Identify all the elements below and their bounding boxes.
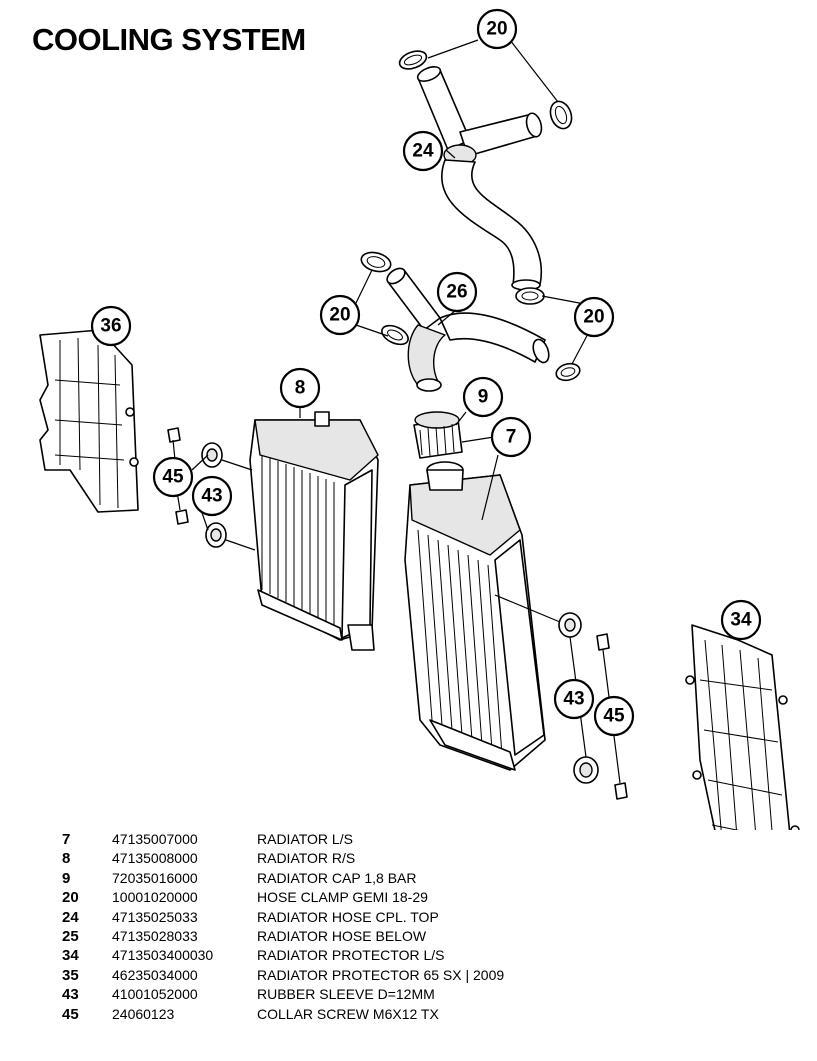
callout-24: 24: [402, 130, 444, 172]
svg-text:7: 7: [506, 427, 517, 448]
table-row: 20 10001020000 HOSE CLAMP GEMI 18-29: [62, 888, 504, 907]
radiator-protector-right: [39, 329, 139, 513]
top-hose-assembly: [398, 50, 573, 291]
part-description: RADIATOR PROTECTOR 65 SX | 2009: [257, 966, 505, 983]
callout-9: 9: [462, 376, 504, 418]
part-number: 41001052000: [112, 986, 198, 1003]
part-description: RADIATOR CAP 1,8 BAR: [257, 869, 417, 886]
radiator-cap: [413, 411, 463, 459]
part-number: 47135025033: [112, 908, 198, 925]
callout-34: 34: [720, 599, 762, 641]
svg-text:43: 43: [563, 689, 584, 710]
exploded-diagram: 20 24 26 20 20 36 8 9 7 45 43 34: [39, 8, 800, 830]
svg-text:9: 9: [478, 387, 489, 408]
part-position: 34: [62, 947, 79, 965]
callout-26: 26: [436, 271, 478, 313]
part-number: 47135028033: [112, 928, 198, 945]
radiator-protector-left: [685, 624, 800, 830]
left-hardware: [167, 427, 256, 551]
part-position: 7: [62, 831, 71, 848]
part-number: 46235034000: [112, 966, 198, 983]
svg-text:43: 43: [201, 486, 222, 507]
page-title: COOLING SYSTEM: [32, 22, 306, 57]
callout-43-right: 43: [553, 678, 595, 720]
table-row: 43 41001052000 RUBBER SLEEVE D=12MM: [62, 985, 504, 1004]
callout-8: 8: [279, 367, 321, 409]
svg-text:34: 34: [730, 610, 752, 631]
part-description: RADIATOR R/S: [257, 850, 356, 867]
svg-text:20: 20: [583, 307, 604, 328]
table-row: 9 72035016000 RADIATOR CAP 1,8 BAR: [62, 869, 504, 888]
svg-text:20: 20: [329, 305, 350, 326]
part-position: 35: [62, 966, 79, 984]
callout-43-left: 43: [191, 475, 233, 517]
part-number: 10001020000: [112, 889, 198, 906]
part-position: 25: [62, 928, 79, 946]
svg-text:36: 36: [100, 316, 121, 337]
lower-hose-assembly: [360, 251, 581, 392]
part-description: RADIATOR HOSE BELOW: [257, 928, 427, 945]
table-row: 7 47135007000 RADIATOR L/S: [62, 830, 504, 849]
callout-45-left: 45: [152, 456, 194, 498]
part-position: 24: [62, 908, 79, 926]
svg-text:24: 24: [412, 141, 434, 162]
table-row: 35 46235034000 RADIATOR PROTECTOR 65 SX | …: [62, 966, 504, 985]
radiator-right-side: [249, 411, 379, 651]
part-description: COLLAR SCREW M6X12 TX: [257, 1005, 439, 1022]
part-position: 45: [62, 1005, 79, 1023]
part-position: 8: [62, 850, 71, 868]
table-row: 24 47135025033 RADIATOR HOSE CPL. TOP: [62, 908, 504, 927]
table-row: 34 4713503400030 RADIATOR PROTECTOR L/S: [62, 946, 504, 965]
svg-text:20: 20: [486, 19, 507, 40]
svg-text:45: 45: [603, 706, 625, 727]
part-number: 72035016000: [112, 869, 198, 886]
part-position: 43: [62, 986, 79, 1004]
part-number: 47135008000: [112, 850, 198, 867]
svg-text:45: 45: [162, 467, 184, 488]
callout-45-right: 45: [593, 695, 635, 737]
callout-7: 7: [490, 416, 532, 458]
part-position: 20: [62, 889, 79, 907]
part-description: RUBBER SLEEVE D=12MM: [257, 986, 435, 1003]
part-number: 24060123: [112, 1005, 175, 1022]
part-description: RADIATOR PROTECTOR L/S: [257, 947, 445, 964]
part-description: RADIATOR HOSE CPL. TOP: [257, 908, 439, 925]
part-number: 47135007000: [112, 831, 198, 847]
radiator-left-side: [404, 461, 546, 771]
part-position: 9: [62, 869, 71, 887]
table-row: 25 47135028033 RADIATOR HOSE BELOW: [62, 927, 504, 946]
callout-20-right: 20: [573, 296, 615, 338]
callout-20-left: 20: [319, 294, 361, 336]
part-number: 4713503400030: [112, 947, 214, 964]
table-row: 45 24060123 COLLAR SCREW M6X12 TX: [62, 1005, 504, 1024]
part-description: RADIATOR L/S: [257, 831, 353, 847]
callout-20-top: 20: [476, 8, 518, 50]
svg-text:8: 8: [295, 378, 306, 399]
table-row: 8 47135008000 RADIATOR R/S: [62, 849, 504, 868]
part-description: HOSE CLAMP GEMI 18-29: [257, 889, 428, 906]
svg-text:26: 26: [446, 282, 467, 303]
callout-36: 36: [90, 305, 132, 347]
